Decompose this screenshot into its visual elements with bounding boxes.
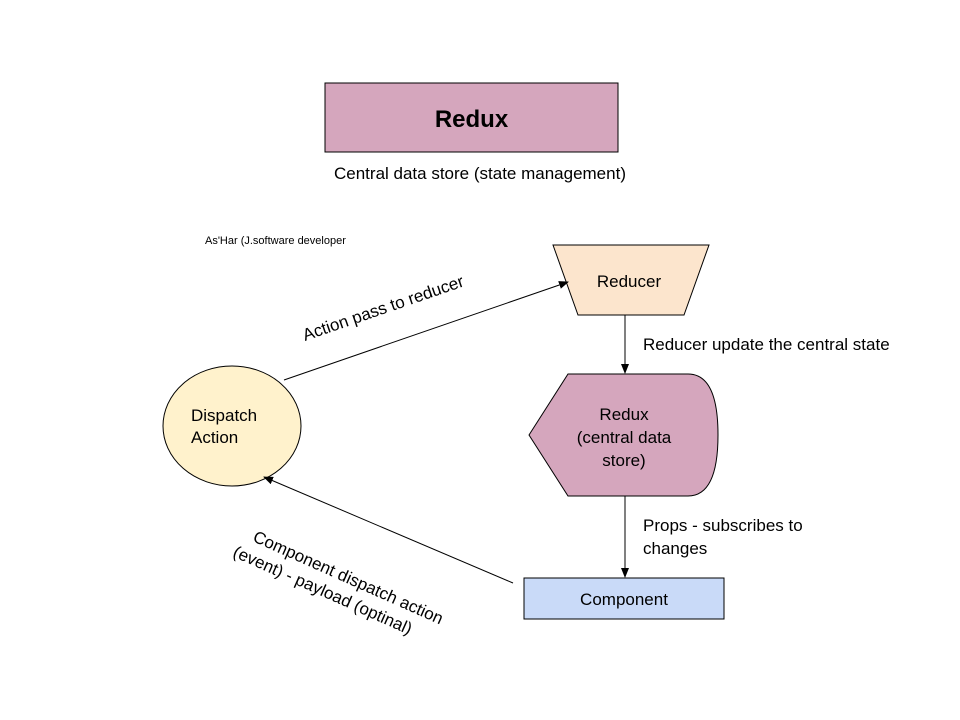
- store-label-line-1: Redux: [599, 405, 649, 424]
- component-node: Component: [523, 577, 725, 620]
- edge-label-reducer-to-store: Reducer update the central state: [643, 335, 890, 354]
- component-label: Component: [580, 590, 668, 609]
- title-box: Redux: [324, 82, 619, 153]
- arrow-component-to-dispatch: [263, 476, 514, 584]
- dispatch-label-line-2: Action: [191, 428, 238, 447]
- author-note: As'Har (J.software developer: [205, 235, 346, 247]
- edge-label-store-to-component-line-2: changes: [643, 539, 707, 558]
- edge-label-action-to-reducer: Action pass to reducer: [300, 272, 466, 345]
- reducer-node: Reducer: [552, 244, 710, 316]
- store-node: Redux (central data store): [528, 373, 719, 497]
- reducer-label: Reducer: [597, 272, 662, 291]
- reducer-shape: [552, 244, 710, 316]
- dispatch-shape: [162, 365, 302, 487]
- dispatch-label-line-1: Dispatch: [191, 406, 257, 425]
- arrow-dispatch-to-reducer: [283, 281, 569, 381]
- dispatch-node: Dispatch Action: [162, 365, 302, 487]
- page-title: Redux: [435, 106, 509, 133]
- edge-label-store-to-component-line-1: Props - subscribes to: [643, 516, 803, 535]
- store-shape: [528, 373, 719, 497]
- store-label-line-2: (central data: [577, 428, 672, 447]
- store-label-line-3: store): [602, 451, 645, 470]
- component-shape: [523, 577, 725, 620]
- title-box-shape: [324, 82, 619, 153]
- subtitle: Central data store (state management): [334, 164, 626, 183]
